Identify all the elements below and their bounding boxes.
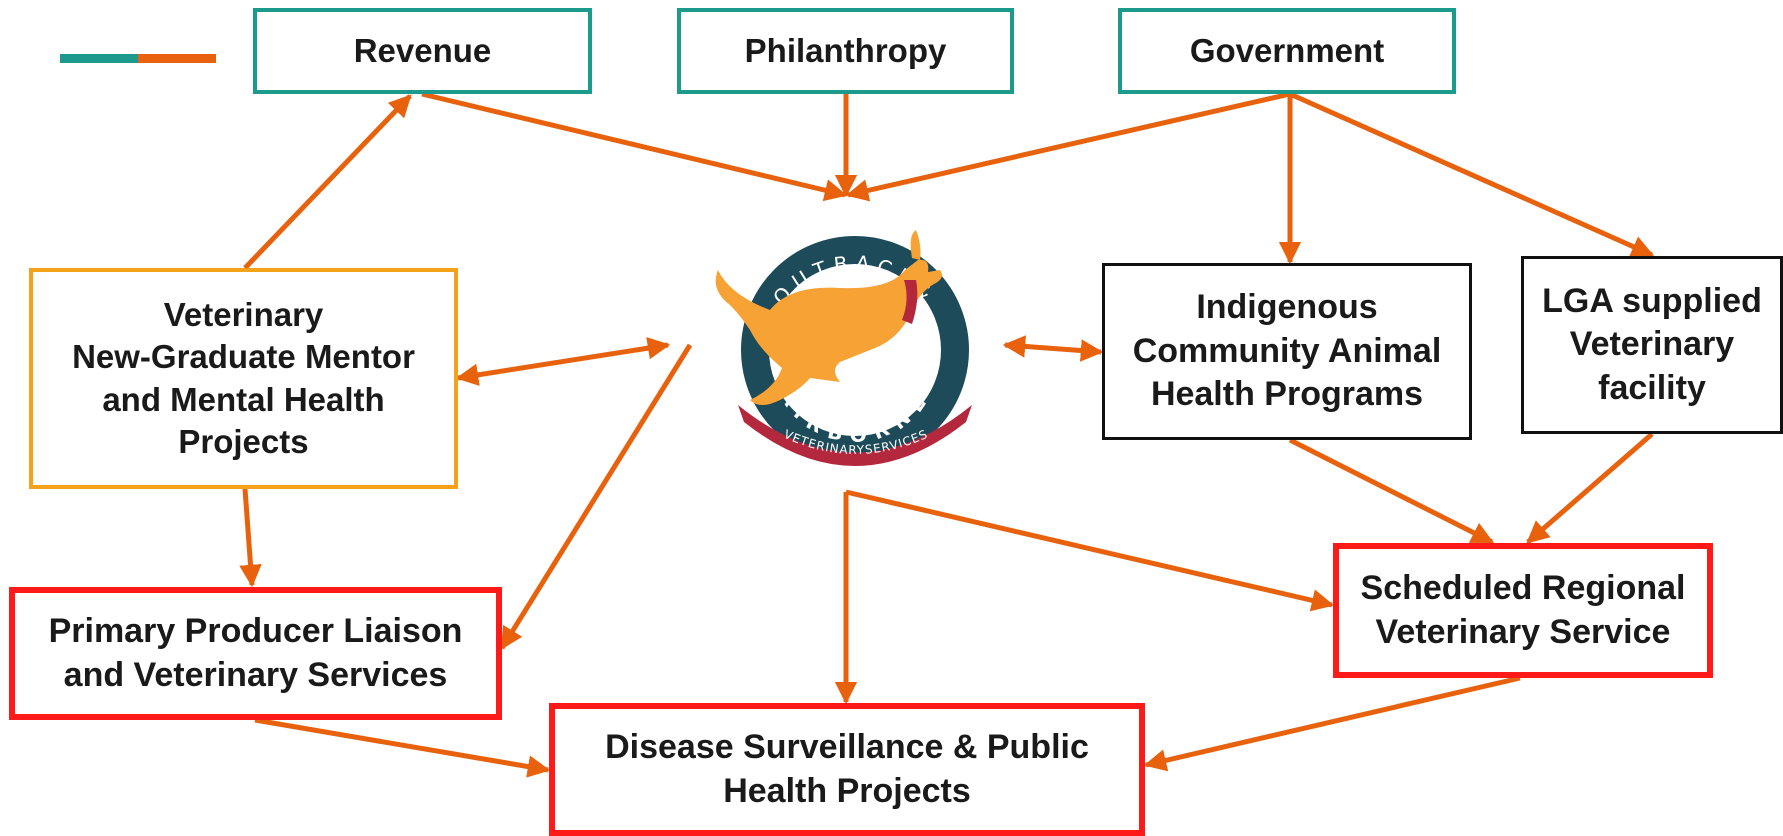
arrow-producer-to-disease <box>254 717 551 778</box>
government-box: Government <box>1118 8 1456 94</box>
arrow-indigenous-to-scheduled <box>1288 437 1495 545</box>
logo-scarf <box>902 280 918 324</box>
arrow-government-to-lga <box>1288 91 1655 258</box>
revenue-box: Revenue <box>253 8 592 94</box>
indigenous-label-line-1: Indigenous <box>1196 288 1378 327</box>
indigenous-label-line-3: Health Programs <box>1150 375 1424 414</box>
legend-line <box>60 54 216 63</box>
scheduled-service-box: Scheduled Regional Veterinary Service <box>1333 543 1713 678</box>
disease-label-line-2: Health Projects <box>723 771 971 810</box>
arrow-scheduled-to-disease <box>1143 675 1521 772</box>
arrow-logo-mentor-bidirectional <box>455 337 671 386</box>
lga-facility-box: LGA supplied Veterinary facility <box>1521 256 1783 434</box>
mentor-label-line-1: Veterinary <box>163 296 324 334</box>
logo-boomerang <box>738 405 972 466</box>
indigenous-label-line-2: Community Animal <box>1132 331 1442 370</box>
arrow-mentor-to-producer <box>239 488 262 588</box>
arrow-lga-to-scheduled <box>1526 432 1654 544</box>
indigenous-program-box: Indigenous Community Animal Health Progr… <box>1102 263 1472 440</box>
philanthropy-box: Philanthropy <box>677 8 1014 94</box>
logo-ring <box>741 236 969 464</box>
logo-kangaroo <box>715 230 942 405</box>
producer-label-line-1: Primary Producer Liaison <box>48 611 463 650</box>
primary-producer-box: Primary Producer Liaison and Veterinary … <box>9 587 502 720</box>
producer-label-line-2: and Veterinary Services <box>63 655 448 694</box>
disease-label-line-1: Disease Surveillance & Public <box>605 727 1089 766</box>
lga-label-line-1: LGA supplied <box>1542 281 1762 320</box>
arrow-government-to-logo <box>845 91 1291 202</box>
mentor-label-line-4: Projects <box>178 422 309 460</box>
legend-orange-segment <box>138 54 216 63</box>
arrow-mentor-to-revenue <box>243 94 412 270</box>
government-label: Government <box>1189 31 1385 69</box>
mentor-label-line-3: and Mental Health <box>102 380 385 418</box>
scheduled-label-line-1: Scheduled Regional <box>1360 568 1686 607</box>
revenue-label: Revenue <box>353 31 492 69</box>
outback-airborne-logo: OUTBACK& AIRBORNE VETERINARYSERVICES <box>715 230 972 466</box>
lga-label-line-3: facility <box>1598 368 1706 407</box>
mentor-project-box: Veterinary New-Graduate Mentor and Menta… <box>29 268 458 489</box>
disease-surveillance-box: Disease Surveillance & Public Health Pro… <box>549 703 1145 836</box>
arrow-revenue-to-logo <box>421 91 848 202</box>
scheduled-label-line-2: Veterinary Service <box>1375 612 1671 651</box>
mentor-label-line-2: New-Graduate Mentor <box>72 338 415 376</box>
arrow-logo-to-producer <box>499 343 693 650</box>
arrow-logo-indigenous-bidirectional <box>1002 335 1104 362</box>
philanthropy-label: Philanthropy <box>744 31 947 69</box>
arrow-logo-to-scheduled <box>845 489 1335 612</box>
legend-teal-segment <box>60 54 138 63</box>
lga-label-line-2: Veterinary <box>1569 325 1735 364</box>
